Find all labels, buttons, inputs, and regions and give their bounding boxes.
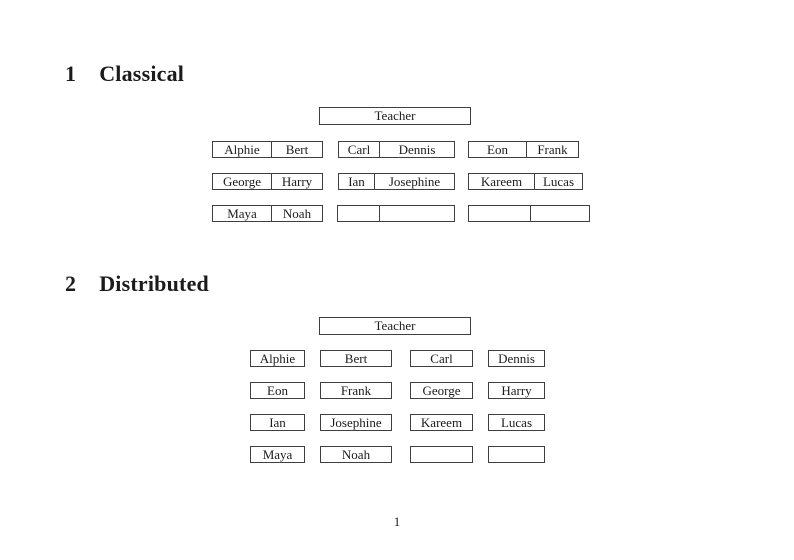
section-heading-classical: 1 Classical [65,63,184,85]
desk-seat: Frank [526,142,578,157]
desk: Maya Noah [212,205,323,222]
desk-seat: George [222,173,262,189]
desk: Carl Dennis [338,141,455,158]
section-number: 1 [65,61,77,86]
seat-box: Bert [320,350,392,367]
desk: Eon Frank [468,141,579,158]
section-title: Classical [99,61,185,86]
desk-seat: Alphie [224,141,260,157]
desk-seat: Noah [271,206,322,221]
desk-seat: Kareem [480,173,523,189]
desk-seat: Bert [271,142,322,157]
desk-seat: Lucas [534,174,582,189]
desk-seat: Maya [227,205,257,221]
desk: Kareem Lucas [468,173,583,190]
teacher-box: Teacher [319,107,471,125]
desk: George Harry [212,173,323,190]
seat-box: Dennis [488,350,545,367]
seat-box: Lucas [488,414,545,431]
desk-seat: Eon [487,141,508,157]
seat-box-empty [410,446,473,463]
desk-empty [337,205,455,222]
seat-box: Carl [410,350,473,367]
desk-seat-empty [338,206,379,221]
seat-box: Frank [320,382,392,399]
desk-seat: Ian [348,173,365,189]
section-title: Distributed [99,271,209,296]
desk: Alphie Bert [212,141,323,158]
section-number: 2 [65,271,77,296]
page-number: 1 [393,514,401,529]
seat-box: Josephine [320,414,392,431]
desk-seat: Josephine [374,174,454,189]
section-heading-distributed: 2 Distributed [65,273,209,295]
teacher-box: Teacher [319,317,471,335]
seat-box: Eon [250,382,305,399]
seat-box: Harry [488,382,545,399]
seat-box: Kareem [410,414,473,431]
seat-box: Ian [250,414,305,431]
seat-box: George [410,382,473,399]
desk-empty [468,205,590,222]
desk: Ian Josephine [338,173,455,190]
seat-box: Alphie [250,350,305,367]
desk-seat-empty [530,206,589,221]
seat-box: Noah [320,446,392,463]
seat-box: Maya [250,446,305,463]
desk-seat: Dennis [379,142,454,157]
desk-seat-empty [469,206,530,221]
seat-box-empty [488,446,545,463]
desk-seat: Carl [347,141,371,157]
desk-seat: Harry [271,174,322,189]
desk-seat-empty [379,206,454,221]
